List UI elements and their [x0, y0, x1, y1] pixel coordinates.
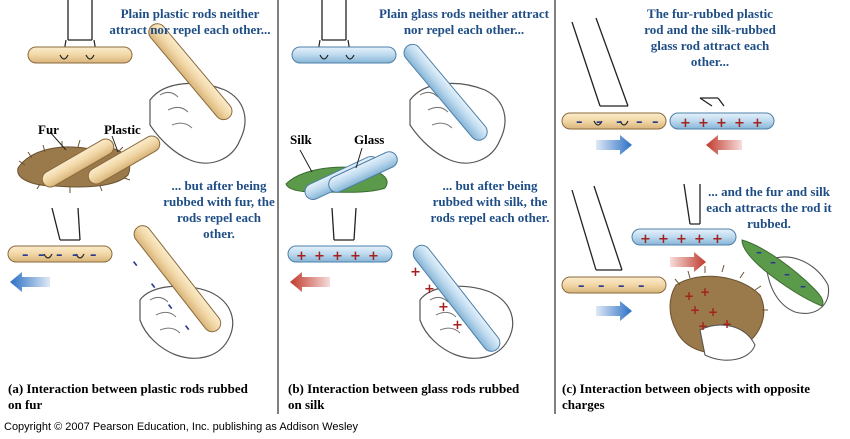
- svg-text:+: +: [708, 305, 718, 319]
- svg-text:–: –: [756, 245, 762, 259]
- plastic-rods-on-fur: [41, 131, 161, 188]
- fur-rubbed-plastic-rod: – – – – –: [561, 17, 667, 130]
- svg-text:–: –: [72, 248, 79, 263]
- attract-arrow-right: [670, 252, 706, 272]
- silk-rubbed-glass-rod: + + + + +: [669, 97, 775, 131]
- svg-text:–: –: [638, 279, 645, 294]
- svg-text:+: +: [694, 232, 705, 247]
- panel-a-caption: (a) Interaction between plastic rods rub…: [8, 381, 248, 412]
- svg-text:+: +: [712, 232, 723, 247]
- svg-text:+: +: [700, 285, 710, 299]
- svg-text:–: –: [127, 257, 143, 271]
- plastic-label: Plastic: [104, 122, 141, 137]
- svg-text:–: –: [576, 115, 583, 130]
- svg-text:+: +: [296, 249, 307, 264]
- svg-text:+: +: [734, 116, 745, 131]
- hanging-glass-rod: [291, 0, 397, 64]
- svg-text:–: –: [90, 248, 97, 263]
- panel-b-top-note: Plain glass rods neither attract nor rep…: [379, 6, 549, 37]
- svg-text:+: +: [698, 319, 708, 333]
- repel-arrow-left: [290, 272, 330, 292]
- charged-hanging-plastic-rod: – – – – –: [7, 207, 113, 263]
- panel-a-bottom-note: ... but after being rubbed with fur, the…: [163, 178, 275, 241]
- svg-text:–: –: [56, 248, 63, 263]
- panel-c-top-note: The fur-rubbed plastic rod and the silk-…: [644, 6, 776, 69]
- svg-text:+: +: [722, 317, 732, 331]
- glass-label: Glass: [354, 132, 385, 147]
- hanging-charged-plastic-rod: – – – –: [561, 185, 667, 294]
- svg-text:–: –: [636, 115, 643, 130]
- svg-text:–: –: [770, 255, 776, 269]
- svg-text:+: +: [684, 289, 694, 303]
- svg-text:+: +: [332, 249, 343, 264]
- panel-c: – – – – – + + + + + – – – –: [561, 17, 830, 361]
- svg-text:+: +: [690, 303, 700, 317]
- silk-label: Silk: [290, 132, 312, 147]
- svg-text:+: +: [716, 116, 727, 131]
- attract-arrow-right: [596, 135, 632, 155]
- panel-b-caption: (b) Interaction between glass rods rubbe…: [288, 381, 520, 412]
- svg-text:+: +: [452, 318, 463, 333]
- svg-text:+: +: [698, 116, 709, 131]
- attract-arrow-left: [706, 135, 742, 155]
- svg-text:–: –: [578, 279, 585, 294]
- svg-text:–: –: [618, 279, 625, 294]
- svg-text:–: –: [784, 267, 790, 281]
- charged-hand-held-glass-rod: + + + +: [410, 244, 514, 359]
- svg-text:+: +: [314, 249, 325, 264]
- svg-text:–: –: [38, 248, 45, 263]
- charged-hanging-glass-rod: + + + + +: [287, 207, 393, 264]
- panel-c-bottom-note: ... and the fur and silk each attracts t…: [706, 184, 832, 231]
- panel-a-top-note: Plain plastic rods neither attract nor r…: [109, 6, 271, 37]
- svg-text:–: –: [616, 115, 623, 130]
- panel-a: – – – – – – – – –: [7, 0, 246, 359]
- svg-text:–: –: [22, 248, 29, 263]
- hand-held-glass-rod: [403, 43, 506, 164]
- glass-rods-on-silk: [299, 147, 398, 201]
- svg-text:+: +: [424, 282, 435, 297]
- attract-arrow-right: [596, 301, 632, 321]
- svg-text:+: +: [640, 232, 651, 247]
- panel-b: + + + + + + + + +: [285, 0, 514, 359]
- silk-in-hand: – – – –: [741, 239, 830, 314]
- panel-b-bottom-note: ... but after being rubbed with silk, th…: [430, 178, 550, 225]
- hanging-charged-glass-rod: + + + + +: [631, 183, 737, 247]
- svg-text:+: +: [658, 232, 669, 247]
- svg-text:+: +: [680, 116, 691, 131]
- svg-text:–: –: [800, 279, 806, 293]
- svg-text:+: +: [410, 265, 421, 280]
- hand-held-plastic-rod: [148, 23, 246, 164]
- svg-text:+: +: [438, 300, 449, 315]
- svg-text:–: –: [598, 279, 605, 294]
- charged-hand-held-plastic-rod: – – – –: [127, 225, 234, 359]
- hanging-plastic-rod: [27, 0, 133, 64]
- fur-label: Fur: [38, 122, 59, 137]
- repel-arrow-left: [10, 272, 50, 292]
- svg-text:–: –: [652, 115, 659, 130]
- svg-text:–: –: [596, 115, 603, 130]
- svg-text:+: +: [368, 249, 379, 264]
- svg-text:+: +: [676, 232, 687, 247]
- copyright-notice: Copyright © 2007 Pearson Education, Inc.…: [4, 421, 359, 433]
- svg-text:+: +: [752, 116, 763, 131]
- svg-text:+: +: [350, 249, 361, 264]
- fur-in-hand: + + + + + +: [669, 264, 768, 361]
- panel-c-caption: (c) Interaction between objects with opp…: [562, 381, 811, 412]
